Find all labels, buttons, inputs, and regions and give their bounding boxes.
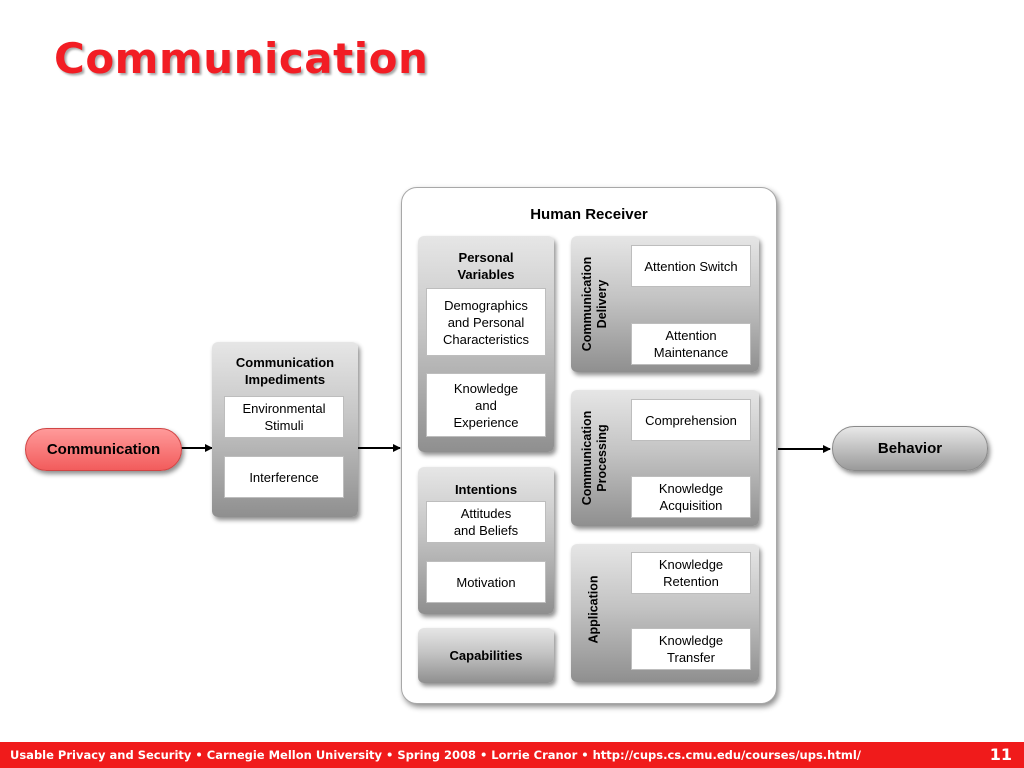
motivation-item: Motivation — [426, 561, 546, 603]
demographics-item: Demographics and Personal Characteristic… — [426, 288, 546, 356]
intentions-title: Intentions — [454, 482, 518, 497]
footer-text: Usable Privacy and Security • Carnegie M… — [10, 748, 861, 762]
attitudes-beliefs-item: Attitudes and Beliefs — [426, 501, 546, 543]
attention-switch-item: Attention Switch — [631, 245, 751, 287]
behavior-label: Behavior — [877, 440, 943, 457]
impediments-title: Communication Impediments — [235, 355, 335, 387]
communication-node: Communication — [25, 428, 182, 471]
impediment-environmental-stimuli: Environmental Stimuli — [224, 396, 344, 438]
impediment-interference: Interference — [224, 456, 344, 498]
application-label: Application — [586, 575, 601, 644]
knowledge-transfer-item: Knowledge Transfer — [631, 628, 751, 670]
attention-maintenance-item: Attention Maintenance — [631, 323, 751, 365]
capabilities-box: Capabilities — [418, 628, 554, 683]
comprehension-item: Comprehension — [631, 399, 751, 441]
page-number: 11 — [989, 745, 1012, 764]
human-receiver-title: Human Receiver — [530, 206, 648, 223]
communication-delivery-box: Communication Delivery Attention Switch … — [571, 236, 759, 372]
slide-title: Communication — [54, 34, 429, 83]
knowledge-retention-item: Knowledge Retention — [631, 552, 751, 594]
capabilities-title: Capabilities — [449, 648, 523, 663]
personal-variables-box: Personal Variables Demographics and Pers… — [418, 236, 554, 452]
application-box: Application Knowledge Retention Knowledg… — [571, 544, 759, 682]
impediments-box: Communication Impediments Environmental … — [212, 342, 358, 517]
knowledge-experience-item: Knowledge and Experience — [426, 373, 546, 437]
communication-processing-box: Communication Processing Comprehension K… — [571, 390, 759, 526]
footer-bar: Usable Privacy and Security • Carnegie M… — [0, 742, 1024, 768]
communication-processing-label: Communication Processing — [580, 410, 609, 506]
knowledge-acquisition-item: Knowledge Acquisition — [631, 476, 751, 518]
communication-label: Communication — [46, 441, 161, 458]
intentions-box: Intentions Attitudes and Beliefs Motivat… — [418, 467, 554, 614]
communication-delivery-label: Communication Delivery — [580, 256, 609, 352]
behavior-node: Behavior — [832, 426, 988, 471]
personal-variables-title: Personal Variables — [457, 250, 515, 282]
